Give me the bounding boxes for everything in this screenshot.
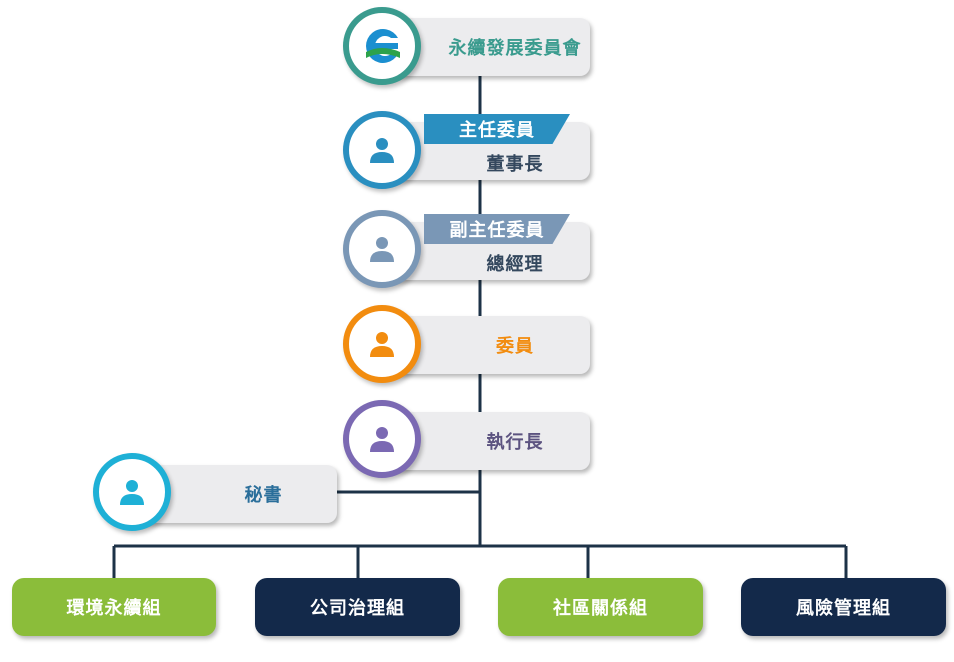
person-icon [370,427,394,452]
group-risk: 風險管理組 [741,578,946,636]
group-governance: 公司治理組 [255,578,460,636]
person-icon [120,480,144,505]
person-icon [370,138,394,163]
group-community: 社區關係組 [498,578,703,636]
company-logo-icon [366,29,400,63]
committee-title: 永續發展委員會 [448,38,582,59]
secretary-circle [93,453,171,531]
committee-circle [343,7,421,85]
executive-circle [343,400,421,478]
secretary-role: 秘書 [244,485,283,506]
chair-circle [343,111,421,189]
vice-chair-person: 總經理 [486,254,544,275]
executive-role: 執行長 [486,432,544,453]
vice-chair-circle [343,210,421,288]
vice-chair-role-ribbon: 副主任委員 [424,214,570,244]
chair-role-ribbon: 主任委員 [424,114,570,144]
group-environment: 環境永續組 [12,578,216,636]
chair-person: 董事長 [486,154,544,175]
member-circle [343,305,421,383]
member-role: 委員 [496,336,534,357]
person-icon [370,332,394,357]
person-icon [370,237,394,262]
